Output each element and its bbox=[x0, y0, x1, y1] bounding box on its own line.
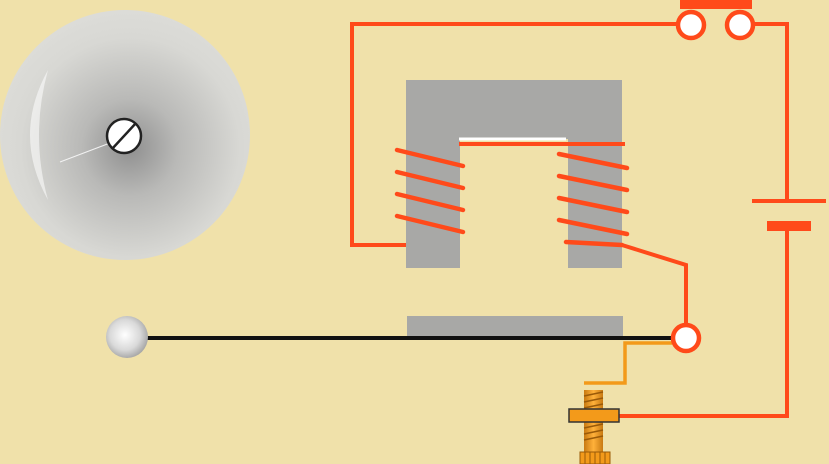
electromagnet-coil-right bbox=[556, 151, 630, 248]
spring-contact bbox=[584, 341, 672, 385]
battery bbox=[752, 199, 826, 231]
hammer-ball bbox=[106, 316, 148, 358]
wire-circuit bbox=[350, 22, 789, 418]
electromagnet-core bbox=[406, 80, 622, 268]
contact-screw bbox=[568, 390, 620, 464]
push-switch[interactable] bbox=[675, 0, 756, 41]
armature-terminal bbox=[670, 322, 702, 354]
electromagnet-coil-left bbox=[394, 147, 466, 235]
gong-mount-screw bbox=[105, 117, 143, 155]
armature bbox=[407, 316, 623, 338]
